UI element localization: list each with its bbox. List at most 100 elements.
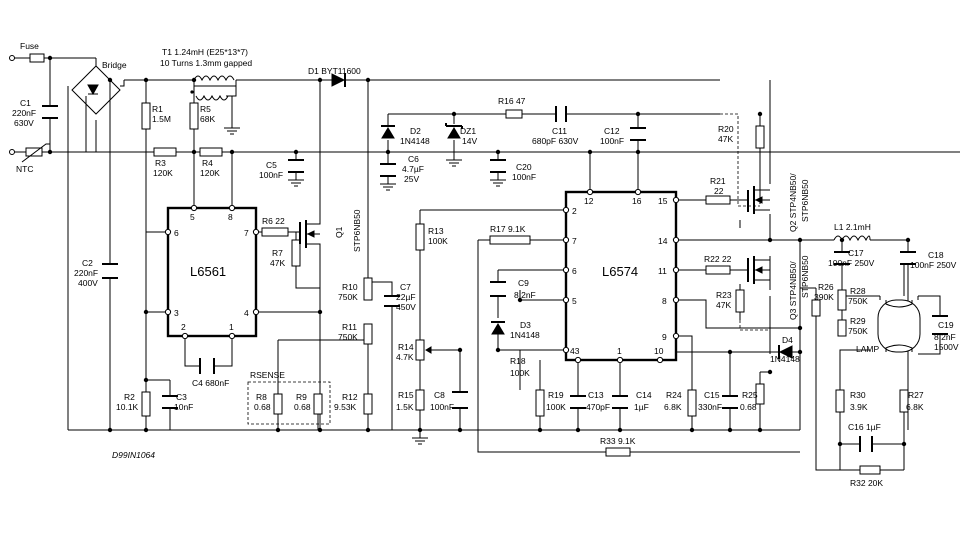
- c12-name: C12: [604, 126, 620, 136]
- r12-value: 9.53K: [334, 402, 357, 412]
- resistor-r29: R29 750K: [837, 316, 868, 337]
- diode-d4: D4 1N4148: [770, 335, 800, 364]
- l6561-pin-7: 7: [244, 228, 249, 238]
- r7-name: R7: [272, 248, 283, 258]
- q1-part: STP6NB50: [352, 209, 362, 252]
- potentiometer-r14: R14 4.7K: [396, 339, 434, 362]
- c19-name: C19: [938, 320, 954, 330]
- capacitor-c19: C19 8.2nF 1500V: [932, 315, 959, 352]
- r17-label: R17 9.1K: [490, 224, 526, 234]
- r3-value: 120K: [153, 168, 173, 178]
- d3-part: 1N4148: [510, 330, 540, 340]
- r29-value: 750K: [848, 326, 868, 336]
- r20-value: 47K: [718, 134, 733, 144]
- r25-name: R25: [742, 390, 758, 400]
- l6574-pin-43: 43: [570, 346, 580, 356]
- l6574-pin-2: 2: [572, 206, 577, 216]
- t1-line2: 10 Turns 1.3mm gapped: [160, 58, 252, 68]
- resistor-r30: R30 3.9K: [835, 389, 868, 413]
- c9-value: 8.2nF: [514, 290, 536, 300]
- r2-name: R2: [124, 392, 135, 402]
- c4-label: C4 680nF: [192, 378, 229, 388]
- q2-label: Q2 STP4NB50/: [788, 173, 798, 232]
- resistor-r27: R27 6.8K: [899, 389, 924, 413]
- c20-value: 100nF: [512, 172, 536, 182]
- diode-d1: D1 BYT11600: [308, 66, 361, 87]
- r19-name: R19: [548, 390, 564, 400]
- r26-value: 390K: [814, 292, 834, 302]
- c6-voltage: 25V: [404, 174, 419, 184]
- capacitor-c2: C2 220nF 400V: [74, 258, 118, 288]
- resistor-r8: R8 0.68: [254, 392, 283, 415]
- ntc-thermistor: NTC: [9, 143, 50, 174]
- r12-name: R12: [342, 392, 358, 402]
- ic-l6561: L6561 6 3 5 8 7 4 2 1: [164, 204, 260, 340]
- capacitor-c7: C7 22µF 450V: [384, 282, 416, 312]
- c15-name: C15: [704, 390, 720, 400]
- r5-value: 68K: [200, 114, 215, 124]
- resistor-r6: R6 22: [261, 216, 289, 237]
- r27-value: 6.8K: [906, 402, 924, 412]
- resistor-r33: R33 9.1K: [600, 436, 636, 457]
- r15-name: R15: [398, 390, 414, 400]
- c8-name: C8: [434, 390, 445, 400]
- l6574-pin-14: 14: [658, 236, 668, 246]
- q1-name: Q1: [334, 226, 344, 238]
- lamp: LAMP: [856, 299, 921, 354]
- c17-name: C17: [848, 248, 864, 258]
- resistor-r19: R19 100K: [535, 389, 566, 417]
- c15-value: 330nF: [698, 402, 722, 412]
- c1-voltage: 630V: [14, 118, 34, 128]
- q3-part: STP6NB50: [800, 255, 810, 298]
- r24-name: R24: [666, 390, 682, 400]
- d4-name: D4: [782, 335, 793, 345]
- resistor-r13: R13 100K: [415, 223, 448, 251]
- capacitor-c4: C4 680nF: [192, 358, 229, 388]
- resistor-r2: R2 10.1K: [116, 391, 151, 417]
- l6561-pin-5: 5: [190, 212, 195, 222]
- d2-name: D2: [410, 126, 421, 136]
- capacitor-c11: C11 680pF 630V: [532, 106, 579, 146]
- r28-name: R28: [850, 286, 866, 296]
- r11-name: R11: [342, 322, 357, 332]
- c3-value: 10nF: [174, 402, 193, 412]
- capacitor-c16: C16 1µF: [848, 422, 881, 452]
- l6574-pin-10: 10: [654, 346, 664, 356]
- c14-value: 1µF: [634, 402, 649, 412]
- c18-name: C18: [928, 250, 944, 260]
- q3-label: Q3 STP4NB50/: [788, 261, 798, 320]
- diode-d3: D3 1N4148: [491, 320, 540, 340]
- resistor-r32: R32 20K: [850, 465, 883, 488]
- capacitor-c3: C3 10nF: [146, 379, 193, 430]
- r7-value: 47K: [270, 258, 285, 268]
- ic-l6574-label: L6574: [602, 264, 638, 279]
- ground-r15: [412, 437, 428, 445]
- capacitor-c15: C15 330nF: [698, 390, 738, 412]
- c7-name: C7: [400, 282, 411, 292]
- d1-label: D1 BYT11600: [308, 66, 361, 76]
- resistor-r15: R15 1.5K: [396, 389, 425, 412]
- r30-value: 3.9K: [850, 402, 868, 412]
- r9-name: R9: [296, 392, 307, 402]
- r14-value: 4.7K: [396, 352, 414, 362]
- mosfet-q2: Q2 STP4NB50/ STP6NB50: [747, 173, 810, 232]
- l6574-pin-16: 16: [632, 196, 642, 206]
- lamp-label: LAMP: [856, 344, 879, 354]
- dz1-name: DZ1: [460, 126, 476, 136]
- l6574-pin-5: 5: [572, 296, 577, 306]
- r6-label: R6 22: [262, 216, 285, 226]
- l6574-pin-7: 7: [572, 236, 577, 246]
- resistor-r12: R12 9.53K: [334, 392, 373, 415]
- resistor-r10: R10 750K: [338, 277, 373, 302]
- r26-name: R26: [818, 282, 834, 292]
- capacitor-c12: C12 100nF: [600, 126, 646, 146]
- l6561-pin-4: 4: [244, 308, 249, 318]
- ic-l6561-label: L6561: [190, 264, 226, 279]
- q3-dashed-link: [739, 320, 770, 331]
- resistor-r9: R9 0.68: [294, 392, 323, 415]
- resistor-r24: R24 6.8K: [664, 389, 697, 417]
- c12-value: 100nF: [600, 136, 624, 146]
- l6574-pin-8: 8: [662, 296, 667, 306]
- resistor-r11: R11 750K: [338, 322, 373, 345]
